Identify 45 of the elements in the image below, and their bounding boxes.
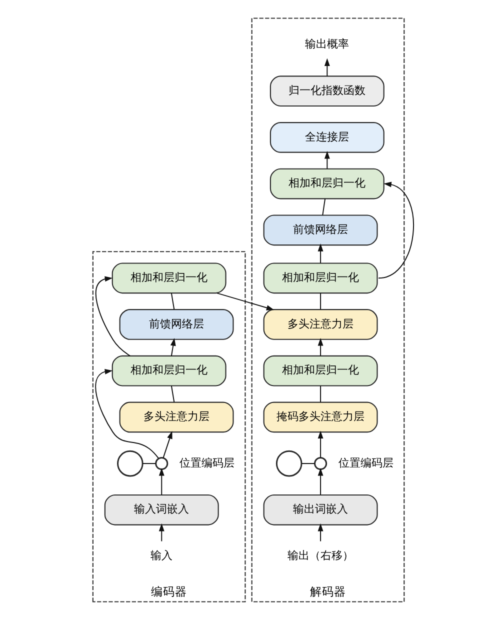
arrow [158,523,164,542]
connector [142,463,156,464]
node-box: 相加和层归一化 [263,355,378,386]
node-box: 归一化指数函数 [270,76,384,107]
arrow [162,431,172,458]
arrow [318,523,324,542]
node-box: 掩码多头注意力层 [263,402,378,433]
node-text: 输出（右移） [288,549,354,562]
arrow [95,276,131,356]
node-box: 输入词嵌入 [104,494,219,526]
arrow [324,58,330,77]
connector [301,463,316,464]
connector [320,292,322,310]
node-box: 相加和层归一化 [112,262,226,294]
node-box: 输出词嵌入 [263,494,378,526]
node-box: 相加和层归一化 [263,262,378,294]
node-circle [314,457,328,470]
node-box: 相加和层归一化 [270,168,384,200]
node-label: 位置编码层 [338,456,394,470]
arrow [378,182,414,279]
node-circle [155,457,168,470]
connector [170,385,175,403]
arrow [95,368,160,459]
node-text: 输入 [150,549,173,562]
arrow [318,468,324,496]
node-label: 位置编码层 [180,456,235,470]
node-circle [276,450,302,477]
arrow [216,292,274,310]
arrow [318,338,324,356]
arrow [170,338,176,356]
node-box: 全连接层 [270,122,384,153]
node-box: 多头注意力层 [263,309,378,340]
node-box: 前馈网络层 [119,309,234,340]
arrow [318,430,324,458]
connector [170,292,175,310]
node-box: 多头注意力层 [119,402,234,433]
node-box: 前馈网络层 [263,214,378,246]
arrow [158,468,164,496]
connector [320,385,322,403]
node-text: 输出概率 [305,38,350,51]
node-box: 相加和层归一化 [112,355,226,386]
arrow [324,150,330,170]
node-circle [117,450,144,477]
connector [322,198,326,216]
arrow [318,244,324,264]
